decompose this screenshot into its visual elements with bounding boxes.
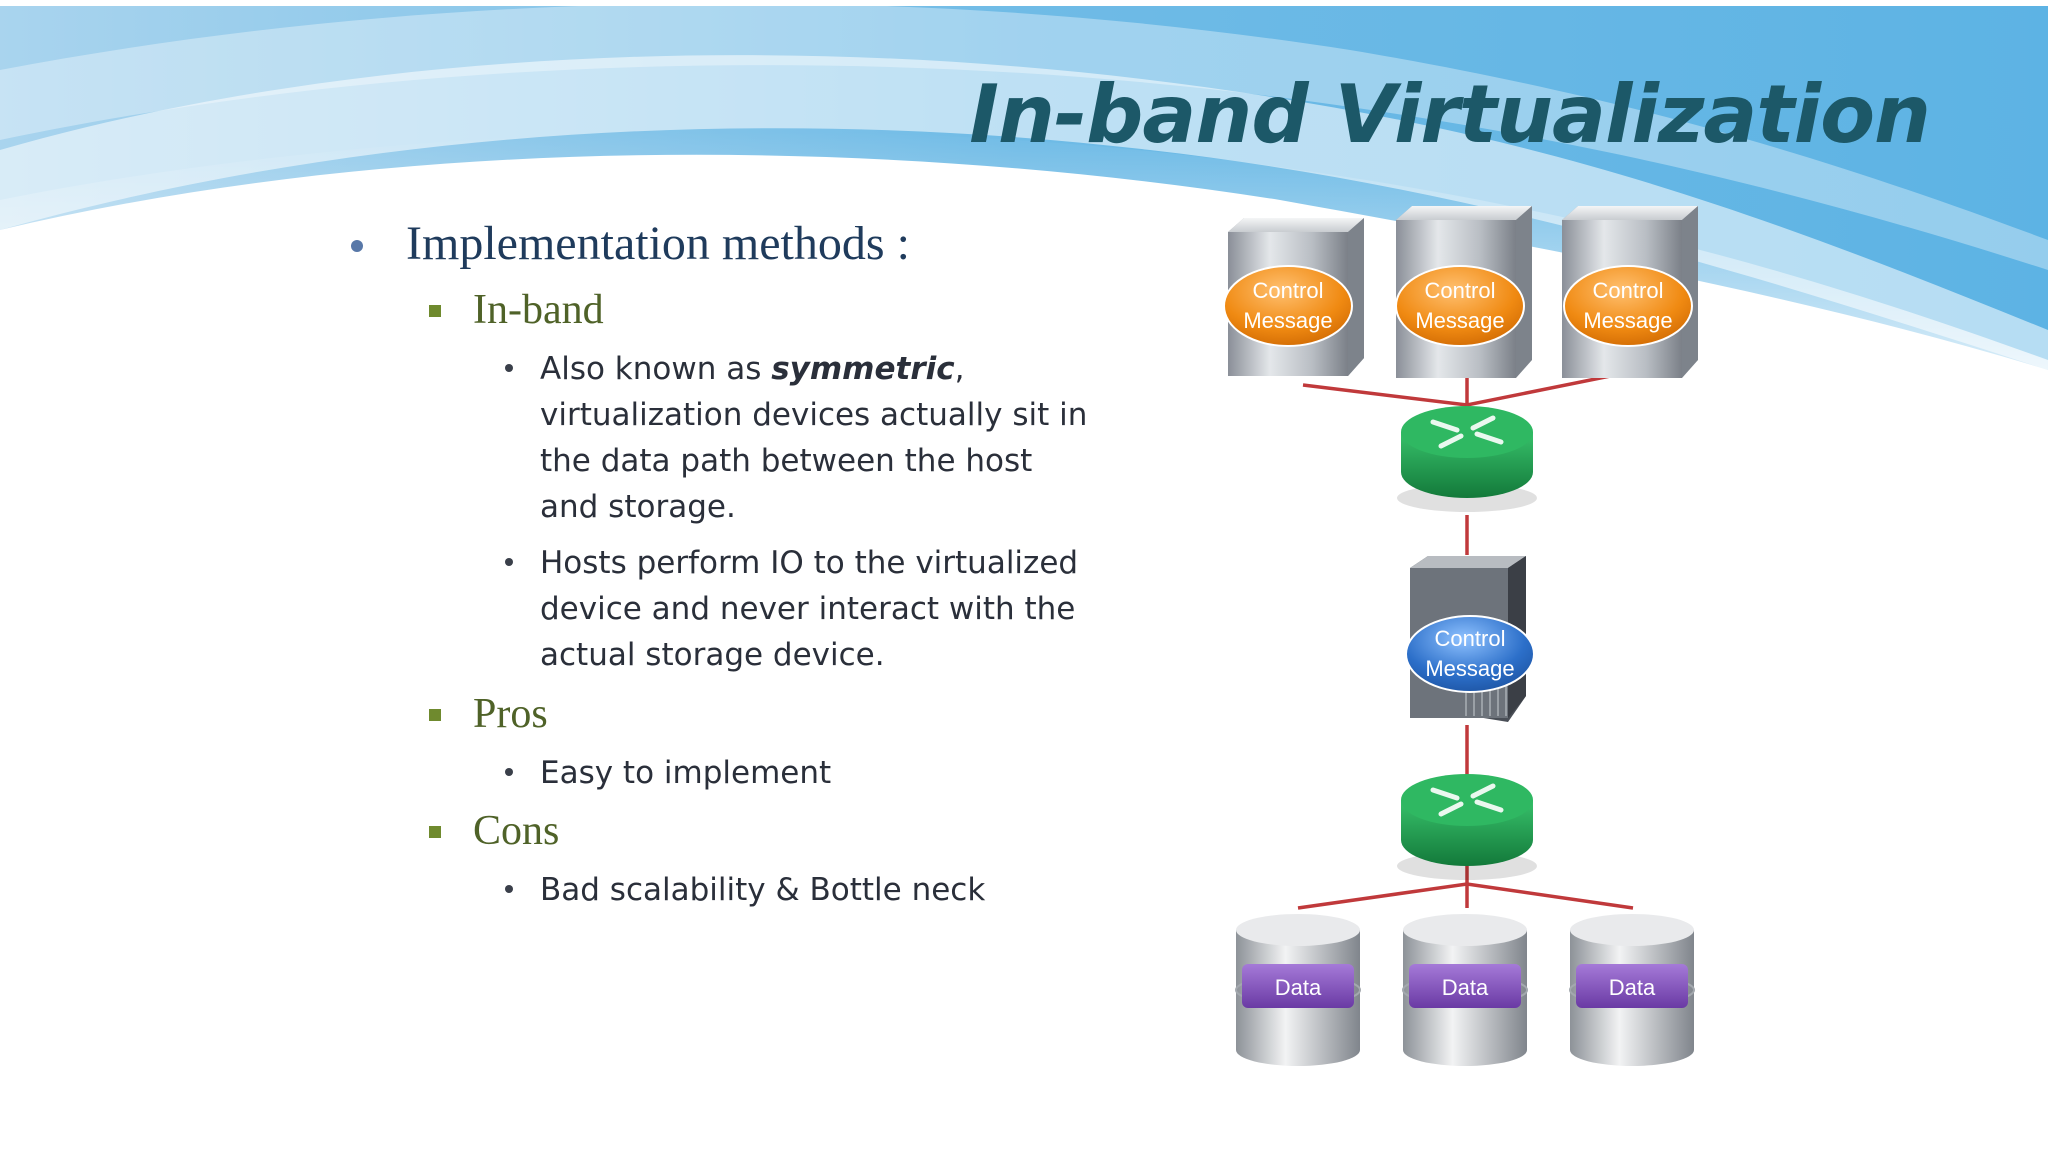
virt-label-line-1: Control bbox=[1435, 626, 1506, 651]
inband-point-2: Hosts perform IO to the virtualized devi… bbox=[540, 540, 1078, 678]
storage-label-2: Data bbox=[1442, 975, 1489, 1000]
data-badge bbox=[1242, 964, 1354, 1008]
host-server-3: Control Message bbox=[1562, 206, 1698, 378]
host-label-2-line-1: Control bbox=[1425, 278, 1496, 303]
data-badge bbox=[1409, 964, 1521, 1008]
inband-point-2-line-1: Hosts perform IO to the virtualized bbox=[540, 545, 1079, 581]
storage-disk-3: Data bbox=[1569, 914, 1695, 1066]
bullet-dot bbox=[351, 240, 363, 252]
inband-point-1-line-2: virtualization devices actually sit in bbox=[540, 397, 1088, 433]
bullet-dot bbox=[505, 364, 513, 372]
text: Also known as bbox=[540, 351, 772, 387]
host-label-3-line-2: Message bbox=[1583, 308, 1672, 333]
subheading-pros: Pros bbox=[473, 691, 548, 737]
host-server-2: Control Message bbox=[1395, 206, 1532, 378]
switch-2-icon bbox=[1397, 774, 1537, 880]
storage-label-1: Data bbox=[1275, 975, 1322, 1000]
inband-point-1: Also known as symmetric, virtualization … bbox=[540, 346, 1087, 530]
inband-point-1-line-4: and storage. bbox=[540, 489, 736, 525]
virt-label-line-2: Message bbox=[1425, 656, 1514, 681]
control-badge bbox=[1223, 265, 1353, 347]
storage-disk-2: Data bbox=[1402, 914, 1528, 1066]
bullet-dot bbox=[505, 768, 513, 776]
storage-label-3: Data bbox=[1609, 975, 1656, 1000]
control-badge bbox=[1395, 265, 1525, 347]
control-badge bbox=[1563, 265, 1693, 347]
virtualization-device: Control Message bbox=[1405, 556, 1535, 722]
inband-point-2-line-2: device and never interact with the bbox=[540, 591, 1076, 627]
inband-point-2-line-3: actual storage device. bbox=[540, 637, 885, 673]
data-badge bbox=[1576, 964, 1688, 1008]
bullet-square bbox=[429, 826, 441, 838]
text: , bbox=[954, 351, 965, 387]
slide-title: In-band Virtualization bbox=[969, 68, 1931, 161]
host-label-1-line-2: Message bbox=[1243, 308, 1332, 333]
emphasis-symmetric: symmetric bbox=[771, 351, 955, 387]
subheading-cons: Cons bbox=[473, 808, 560, 854]
storage-disk-1: Data bbox=[1235, 914, 1361, 1066]
subheading-inband: In-band bbox=[473, 287, 604, 333]
switch-1-icon bbox=[1397, 406, 1537, 512]
inband-point-1-line-3: the data path between the host bbox=[540, 443, 1033, 479]
bullet-implementation: Implementation methods : bbox=[406, 217, 910, 270]
virt-control-badge bbox=[1405, 615, 1535, 693]
network-links bbox=[1297, 370, 1634, 910]
inband-point-1-line-1: Also known as symmetric, bbox=[540, 346, 1087, 392]
host-server-1: Control Message bbox=[1223, 218, 1364, 376]
bullet-dot bbox=[505, 558, 513, 566]
pros-item: Easy to implement bbox=[540, 755, 832, 791]
host-label-1-line-1: Control bbox=[1253, 278, 1324, 303]
bullet-dot bbox=[505, 885, 513, 893]
bullet-square bbox=[429, 305, 441, 317]
host-label-3-line-1: Control bbox=[1593, 278, 1664, 303]
bullet-square bbox=[429, 709, 441, 721]
cons-item: Bad scalability & Bottle neck bbox=[540, 872, 986, 908]
host-label-2-line-2: Message bbox=[1415, 308, 1504, 333]
